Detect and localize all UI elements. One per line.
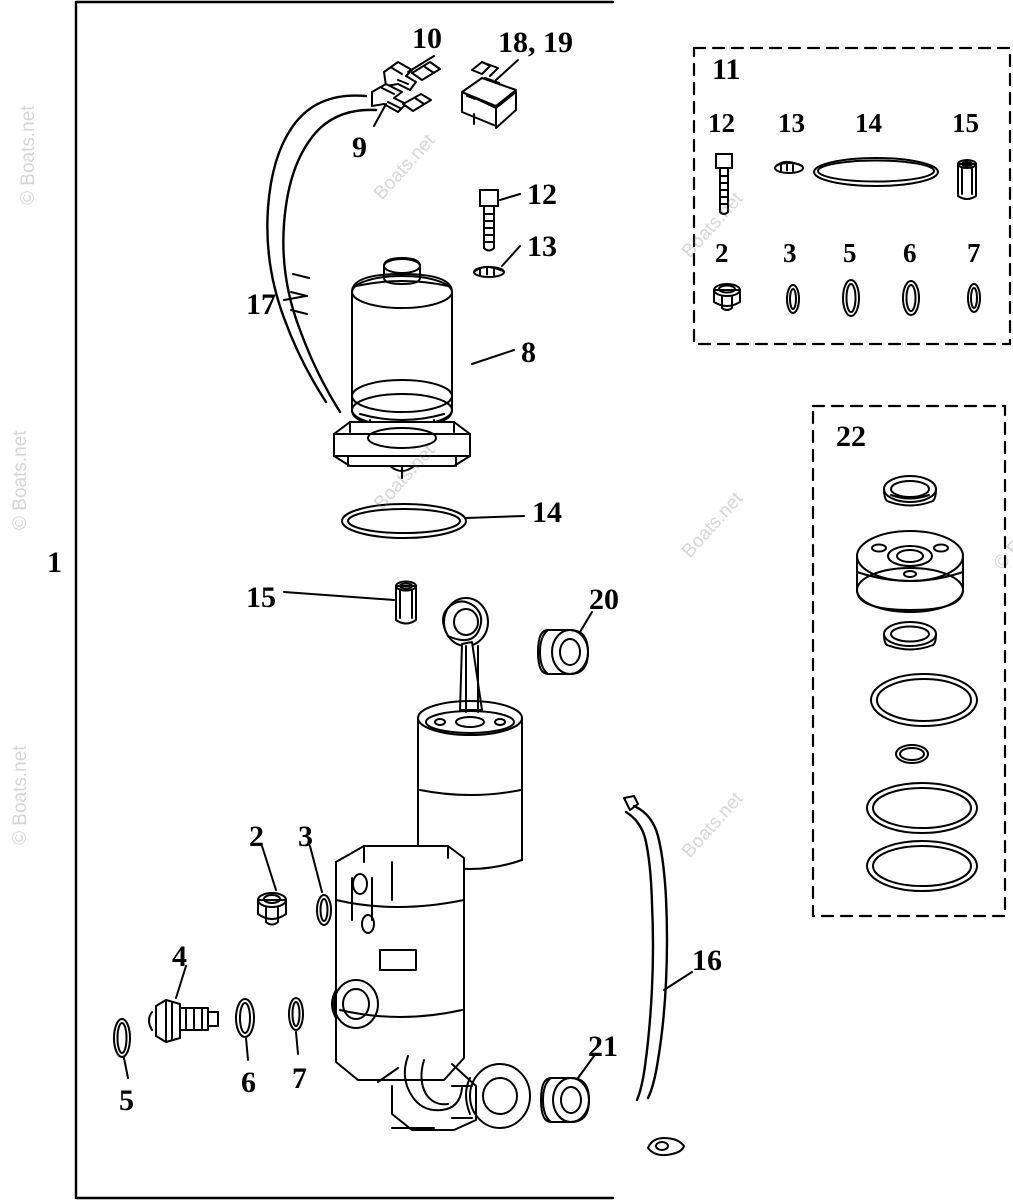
callout-13-main: 13 — [527, 230, 557, 263]
callout-12-main: 12 — [527, 178, 557, 211]
callout-9: 9 — [352, 131, 367, 164]
outer-frame-item-1 — [74, 0, 615, 1200]
kit-part-14-o-ring — [813, 157, 939, 187]
kit-part-15-sleeve — [957, 159, 977, 200]
callout-14-main: 14 — [532, 496, 562, 529]
callout-22-kit: 22 — [836, 420, 866, 453]
callout-2-kit: 2 — [715, 238, 729, 268]
part-10-terminal — [383, 61, 441, 91]
kit-part-22-seal-top — [883, 475, 937, 507]
part-20-bushing — [537, 629, 589, 675]
part-14-o-ring — [341, 503, 467, 539]
callout-21: 21 — [588, 1030, 618, 1063]
callout-15-main: 15 — [246, 581, 276, 614]
callout-3-main: 3 — [298, 820, 313, 853]
part-5-o-ring — [113, 1018, 131, 1058]
part-pump-housing — [331, 845, 531, 1131]
part-cylinder-rod — [442, 597, 489, 713]
callout-16: 16 — [692, 944, 722, 977]
kit-part-22-piston-body — [856, 530, 964, 613]
callout-2-main: 2 — [249, 820, 264, 853]
part-7-o-ring — [288, 997, 304, 1031]
leader-lines — [123, 55, 693, 1079]
part-17-hose — [266, 94, 378, 414]
part-16-ground-wire — [623, 795, 685, 1157]
callout-18-19: 18, 19 — [498, 26, 573, 59]
kit-part-22-o-ring-large-3 — [866, 840, 978, 892]
callout-7-kit: 7 — [967, 238, 981, 268]
part-18-19-connector — [461, 61, 517, 129]
callout-12-kit: 12 — [708, 108, 735, 138]
part-21-bushing — [540, 1077, 590, 1123]
kit-box-22 — [811, 404, 1007, 918]
callout-8: 8 — [521, 336, 536, 369]
callout-5-kit: 5 — [843, 238, 857, 268]
kit-box-11 — [692, 46, 1012, 346]
callout-6-main: 6 — [241, 1066, 256, 1099]
kit-part-22-o-ring-large-2 — [866, 782, 978, 834]
kit-part-2-plug — [713, 283, 741, 311]
part-8-trim-motor — [333, 257, 471, 479]
kit-part-12-screw — [715, 153, 733, 215]
part-12-screw — [479, 189, 499, 252]
callout-20: 20 — [589, 583, 619, 616]
part-3-o-ring — [316, 894, 332, 926]
callout-14-kit: 14 — [855, 108, 882, 138]
kit-part-22-o-ring-small — [895, 744, 929, 764]
callout-11-kit: 11 — [712, 53, 741, 86]
kit-part-5-o-ring — [842, 279, 860, 317]
callout-13-kit: 13 — [778, 108, 805, 138]
callout-1: 1 — [47, 546, 62, 579]
part-9-terminal — [371, 83, 432, 113]
kit-part-3-o-ring — [786, 284, 800, 314]
callout-10: 10 — [412, 22, 442, 55]
kit-part-6-o-ring — [902, 280, 920, 316]
kit-part-22-seal-second — [883, 621, 937, 651]
kit-part-7-o-ring — [967, 283, 981, 313]
part-6-o-ring — [235, 998, 255, 1038]
part-4-valve — [148, 999, 219, 1043]
callout-4: 4 — [172, 940, 187, 973]
part-13-retainer — [473, 265, 505, 278]
callout-15-kit: 15 — [952, 108, 979, 138]
callout-7-main: 7 — [292, 1062, 307, 1095]
part-15-sleeve — [395, 580, 417, 625]
callout-17: 17 — [246, 288, 276, 321]
callout-3-kit: 3 — [783, 238, 797, 268]
kit-part-13-retainer — [774, 160, 804, 174]
part-2-plug — [257, 892, 287, 926]
kit-part-22-o-ring-large-1 — [870, 673, 978, 727]
part-cylinder-body — [417, 700, 523, 870]
callout-5-main: 5 — [119, 1084, 134, 1117]
callout-6-kit: 6 — [903, 238, 917, 268]
